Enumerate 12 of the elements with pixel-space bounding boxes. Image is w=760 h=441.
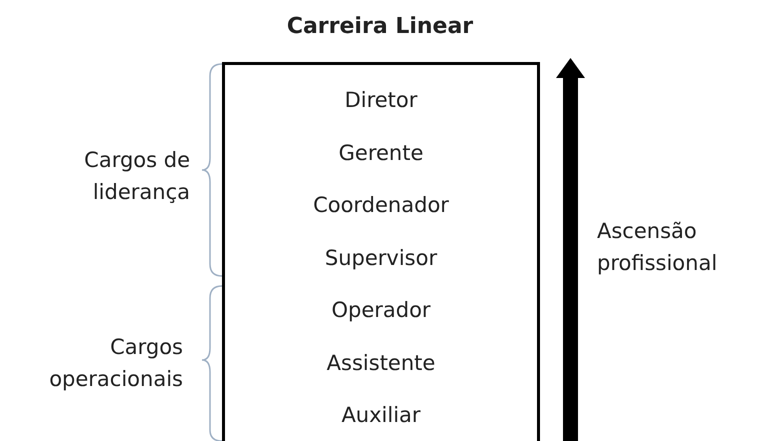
job-title: Auxiliar	[340, 402, 422, 429]
diagram-title: Carreira Linear	[286, 14, 474, 39]
group-label: Cargos de liderança	[83, 147, 190, 206]
job-title: Coordenador	[312, 192, 450, 219]
job-title: Gerente	[338, 140, 424, 166]
job-title: Assistente	[326, 350, 436, 376]
job-title: Supervisor	[324, 244, 438, 272]
career-box	[222, 62, 540, 441]
axis-label: Ascensão profissional	[597, 218, 718, 277]
job-title: Operador	[330, 297, 432, 324]
job-title: Diretor	[344, 87, 418, 114]
group-label: Cargos operacionais	[48, 334, 183, 393]
